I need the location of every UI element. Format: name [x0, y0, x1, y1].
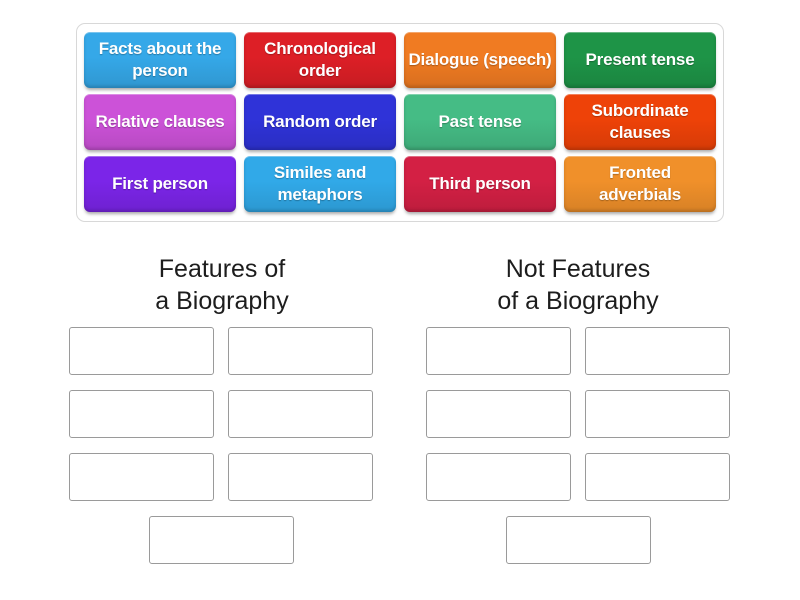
word-tile[interactable]: First person [84, 156, 236, 212]
drop-slot[interactable] [228, 390, 373, 438]
word-tile[interactable]: Subordinate clauses [564, 94, 716, 150]
word-tile[interactable]: Random order [244, 94, 396, 150]
word-tile-grid: Facts about the person Chronological orde… [84, 32, 716, 213]
word-tile-label: Random order [263, 112, 377, 132]
drop-slot[interactable] [148, 516, 294, 564]
word-tile[interactable]: Chronological order [244, 32, 396, 88]
word-tile-label: Dialogue (speech) [408, 50, 552, 70]
word-tile-label: Present tense [585, 50, 695, 70]
drop-slot[interactable] [585, 390, 730, 438]
word-tile[interactable]: Past tense [404, 94, 556, 150]
word-tile-label: Relative clauses [95, 112, 225, 132]
drop-slot[interactable] [585, 453, 730, 501]
word-tile-label: Subordinate clauses [591, 101, 689, 142]
drop-slot[interactable] [228, 453, 373, 501]
column-heading-not-features: Not Features of a Biography [497, 255, 659, 315]
word-tile-label: Facts about the person [98, 39, 222, 80]
word-tile-label: Chronological order [264, 39, 376, 80]
drop-slot[interactable] [426, 390, 571, 438]
word-tile-tray: Facts about the person Chronological orde… [76, 23, 724, 222]
word-tile[interactable]: Relative clauses [84, 94, 236, 150]
drop-slot[interactable] [69, 390, 214, 438]
word-tile-label: Third person [429, 174, 531, 194]
drop-slot[interactable] [585, 327, 730, 375]
word-tile-label: Past tense [438, 112, 522, 132]
drop-slot[interactable] [505, 516, 651, 564]
word-tile-label: First person [112, 174, 208, 194]
drop-slot[interactable] [228, 327, 373, 375]
word-tile-label: Fronted adverbials [598, 163, 682, 204]
word-tile[interactable]: Third person [404, 156, 556, 212]
drop-column-features [69, 327, 373, 564]
drop-slot[interactable] [426, 327, 571, 375]
drop-slot[interactable] [426, 453, 571, 501]
word-tile-label: Similes and metaphors [273, 163, 367, 204]
word-tile[interactable]: Present tense [564, 32, 716, 88]
drop-slot[interactable] [69, 327, 214, 375]
word-tile[interactable]: Facts about the person [84, 32, 236, 88]
word-tile[interactable]: Fronted adverbials [564, 156, 716, 212]
drop-slot[interactable] [69, 453, 214, 501]
word-tile[interactable]: Similes and metaphors [244, 156, 396, 212]
word-tile[interactable]: Dialogue (speech) [404, 32, 556, 88]
drop-column-not-features [426, 327, 730, 564]
column-heading-features: Features of a Biography [155, 255, 289, 315]
